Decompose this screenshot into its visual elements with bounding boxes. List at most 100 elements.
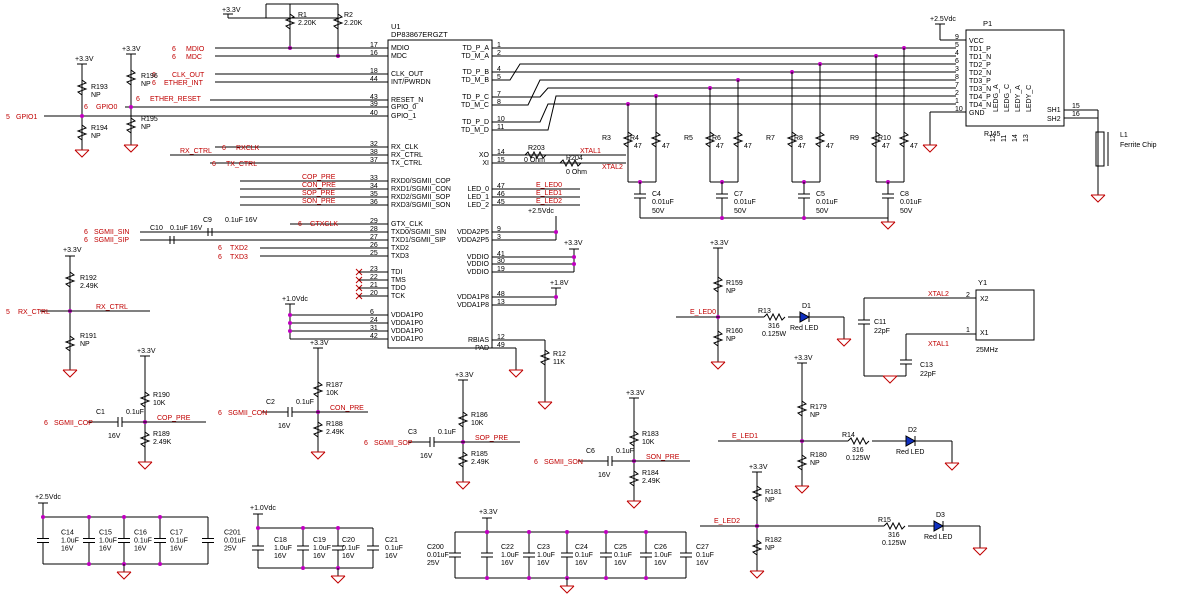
u1-pin-name: MDC — [391, 53, 407, 60]
p1-pin-name: GND — [969, 110, 985, 117]
l1-ref: L1 — [1120, 132, 1128, 139]
c2-volt: 16V — [278, 423, 291, 430]
u1-pin-name: TD_M_B — [461, 77, 489, 84]
net-e-led1-u1: E_LED1 — [536, 190, 562, 197]
r187-ref: R187 — [326, 382, 343, 389]
net-rxclk: RXCLK — [236, 145, 260, 152]
p1-pin-name: TD2_N — [969, 70, 991, 77]
c27-ref: C27 — [696, 544, 709, 551]
d3-val: Red LED — [924, 534, 952, 541]
net-son-pre: SON_PRE — [302, 198, 336, 205]
r196-ref: R196 — [141, 73, 158, 80]
svg-text:6: 6 — [84, 237, 88, 244]
u1-pin-num: 28 — [370, 226, 378, 233]
u1-pin-num: 17 — [370, 42, 378, 49]
r182-val: NP — [765, 545, 775, 552]
c19-volt: 16V — [313, 553, 326, 560]
r15-ref: R15 — [878, 517, 891, 524]
u1-pin-num: 11 — [497, 124, 504, 131]
r193-ref: R193 — [91, 84, 108, 91]
c24-ref: C24 — [575, 544, 588, 551]
u1-pin-num: 47 — [497, 183, 505, 190]
net-son_pre: SON_PRE — [646, 454, 680, 461]
svg-text:NP: NP — [141, 81, 151, 88]
net-con_pre: CON_PRE — [330, 405, 364, 412]
c22-ref: C22 — [501, 544, 514, 551]
r1-ref: R1 — [298, 12, 307, 19]
r180-val: NP — [810, 460, 820, 467]
c22-val: 1.0uF — [501, 552, 519, 559]
net-e_led2: E_LED2 — [714, 518, 740, 525]
c15-volt: 16V — [99, 546, 112, 553]
svg-text:6: 6 — [172, 54, 176, 61]
u1-pin-num: 9 — [497, 226, 501, 233]
p1-pin-num: 8 — [955, 74, 959, 81]
r12-ref: R12 — [553, 351, 566, 358]
c16-val: 0.1uF — [134, 538, 152, 545]
y1-ref: Y1 — [978, 278, 987, 287]
p1-pin-name: TD1_N — [969, 54, 991, 61]
u1-pin-name: TXD1/SGMII_SIP — [391, 237, 446, 244]
u1-pin-num: 29 — [370, 218, 378, 225]
r1-val: 2.20K — [298, 20, 317, 27]
r204-ref: R204 — [566, 155, 583, 162]
c16-volt: 16V — [134, 546, 147, 553]
net-cop-pre: COP_PRE — [302, 174, 336, 181]
p1-led-pin-num: 13 — [1023, 134, 1030, 142]
u1-pin-name: PAD — [475, 345, 489, 352]
net-e-led0-u1: E_LED0 — [536, 182, 562, 189]
c5-ref: C5 — [816, 191, 825, 198]
r179-val: NP — [810, 412, 820, 419]
c19-ref: C19 — [313, 537, 326, 544]
rail-18: +1.8V — [550, 280, 569, 287]
c200-ref: C200 — [427, 544, 444, 551]
svg-text:6: 6 — [152, 80, 156, 87]
u1-pin-num: 5 — [497, 74, 501, 81]
net-clk-out: CLK_OUT — [172, 72, 205, 79]
c20-val: 0.1uF — [342, 545, 360, 552]
r3-ref: R3 — [602, 135, 611, 142]
u1-pin-num: 1 — [497, 42, 501, 49]
r9-ref: R9 — [850, 135, 859, 142]
net-xtal1: XTAL1 — [928, 341, 949, 348]
c14-ref: C14 — [61, 530, 74, 537]
r203-ref: R203 — [528, 145, 545, 152]
c21-val: 0.1uF — [385, 545, 403, 552]
u1-pin-num: 2 — [497, 50, 501, 57]
port-sheet: 6 — [44, 420, 48, 427]
u1-pin-num: 7 — [497, 91, 501, 98]
sgmii-rail: +3.3V — [137, 348, 156, 355]
u1-pin-name: VDDA1P8 — [457, 294, 489, 301]
net-sgmii-sin: SGMII_SIN — [94, 229, 129, 236]
port-sgmii_son: SGMII_SON — [544, 459, 583, 466]
crystal-y1: Y1 X2 X1 25MHz 21 XTAL2 XTAL1 C11 22pF C… — [858, 278, 1035, 384]
c17-volt: 16V — [170, 546, 183, 553]
p1-pin-name: TD4_P — [969, 94, 991, 101]
net-gtxclk: GTXCLK — [310, 221, 338, 228]
r10-ref: R10 — [878, 135, 891, 142]
sgmii-rail: +3.3V — [455, 372, 474, 379]
svg-text:6: 6 — [84, 229, 88, 236]
p1-pin-num: 1 — [955, 98, 959, 105]
r3-val: 47 — [634, 143, 642, 150]
c23-volt: 16V — [537, 560, 550, 567]
u1-pin-name: VDDIO — [467, 269, 490, 276]
c8-val: 0.01uF — [900, 199, 922, 206]
svg-text:6: 6 — [218, 254, 222, 261]
u1-pin-name: XO — [479, 152, 490, 159]
svg-text:22pF: 22pF — [874, 328, 890, 335]
u1-pin-name: TD_M_C — [461, 102, 489, 109]
svg-text:NP: NP — [80, 341, 90, 348]
r4-val: 47 — [662, 143, 670, 150]
u1-pin-num: 14 — [497, 149, 505, 156]
sgmii-rail: +3.3V — [310, 340, 329, 347]
d1-val: Red LED — [790, 325, 818, 332]
u1-pin-num: 49 — [497, 342, 505, 349]
c15-val: 1.0uF — [99, 538, 117, 545]
u1-pin-num: 30 — [497, 258, 505, 265]
svg-text:+3.3V: +3.3V — [75, 56, 94, 63]
p1-pin-num: 10 — [955, 106, 963, 113]
